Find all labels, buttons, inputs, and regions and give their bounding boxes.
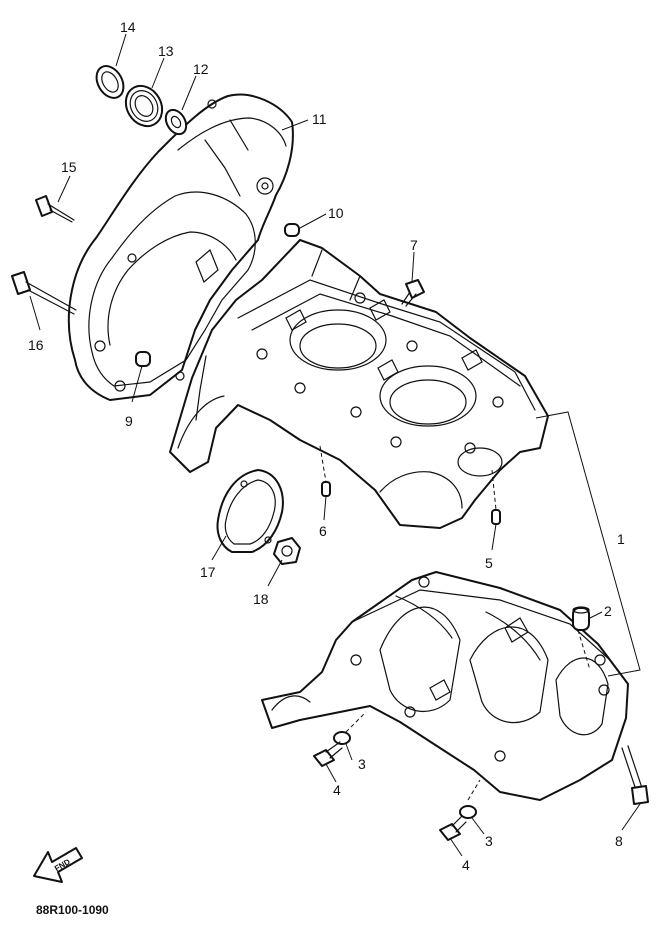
cover-plate[interactable] [216, 469, 284, 553]
dowel-pin-9[interactable] [135, 351, 151, 367]
stud-6[interactable] [321, 481, 331, 497]
forward-direction-arrow: FND [33, 847, 83, 883]
oil-seal-ring[interactable] [91, 61, 129, 102]
bolt-4a[interactable] [313, 741, 343, 767]
lower-crankcase[interactable] [261, 571, 629, 801]
bolt-15[interactable] [35, 195, 75, 223]
callout-8: 8 [615, 833, 623, 849]
dowel-2[interactable] [572, 606, 590, 631]
callout-3b: 3 [485, 833, 493, 849]
nut-18[interactable] [273, 537, 301, 565]
reference-code: 88R100-1090 [36, 903, 109, 917]
callout-4a: 4 [333, 782, 341, 798]
callout-18: 18 [253, 591, 269, 607]
bolt-8[interactable] [621, 745, 649, 805]
callout-9: 9 [125, 413, 133, 429]
callout-4b: 4 [462, 857, 470, 873]
bolt-7[interactable] [401, 279, 425, 307]
callout-1: 1 [617, 531, 625, 547]
bolt-16[interactable] [11, 271, 77, 315]
callout-14: 14 [120, 19, 136, 35]
dowel-pin-10[interactable] [284, 223, 300, 237]
callout-17: 17 [200, 564, 216, 580]
callout-12: 12 [193, 61, 209, 77]
callout-5: 5 [485, 555, 493, 571]
washer-3b[interactable] [459, 805, 477, 819]
bearing[interactable] [119, 79, 169, 132]
callout-13: 13 [158, 43, 174, 59]
crankcase-cover[interactable] [67, 93, 294, 401]
bolt-4b[interactable] [439, 815, 467, 841]
callout-15: 15 [61, 159, 77, 175]
callout-labels: 1 2 3 3 4 4 5 6 7 8 9 10 11 12 13 14 15 … [28, 19, 625, 873]
callout-7: 7 [410, 237, 418, 253]
washer-3a[interactable] [333, 731, 351, 745]
upper-crankcase[interactable] [169, 239, 549, 529]
callout-2: 2 [604, 603, 612, 619]
callout-11: 11 [312, 111, 327, 127]
stud-5[interactable] [491, 509, 501, 525]
callout-16: 16 [28, 337, 44, 353]
callout-6: 6 [319, 523, 327, 539]
callout-3a: 3 [358, 756, 366, 772]
leader-lines [29, 33, 641, 857]
callout-10: 10 [328, 205, 344, 221]
small-bearing[interactable] [162, 106, 191, 138]
